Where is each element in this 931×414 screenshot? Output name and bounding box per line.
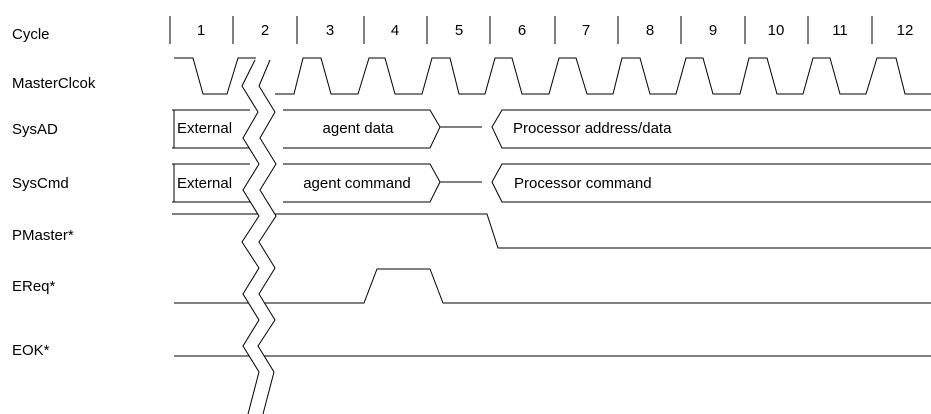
cycle-number: 7 bbox=[582, 22, 590, 39]
masterclock-waveform bbox=[174, 57, 931, 95]
cycle-number: 11 bbox=[832, 22, 848, 39]
signal-label-pmaster: PMaster* bbox=[12, 227, 74, 244]
ereq-waveform bbox=[174, 268, 931, 304]
signal-label-ereq: EReq* bbox=[12, 278, 56, 295]
time-break-left-line bbox=[241, 59, 260, 414]
sysad-processor-label: Processor address/data bbox=[513, 120, 672, 137]
signal-label-eok: EOK* bbox=[12, 342, 50, 359]
time-break-mask bbox=[242, 60, 276, 414]
cycle-number: 9 bbox=[709, 22, 717, 39]
time-break-right-line bbox=[257, 59, 277, 414]
cycle-row-label: Cycle bbox=[12, 26, 50, 43]
time-break-marker bbox=[241, 59, 277, 414]
cycle-number: 12 bbox=[897, 22, 914, 39]
syscmd-bus: External agent command Processor command bbox=[172, 163, 931, 203]
sysad-bus: External agent data Processor address/da… bbox=[172, 109, 931, 149]
cycle-number: 6 bbox=[518, 22, 526, 39]
signal-label-masterclock: MasterClcok bbox=[12, 75, 96, 92]
cycle-number: 4 bbox=[391, 22, 399, 39]
syscmd-processor-label: Processor command bbox=[514, 175, 652, 192]
cycle-separators bbox=[169, 16, 873, 44]
cycle-number: 2 bbox=[261, 22, 269, 39]
cycle-header: 1 2 3 4 5 6 7 8 9 10 11 12 bbox=[169, 16, 914, 44]
cycle-number: 8 bbox=[646, 22, 654, 39]
sysad-agent-label: agent data bbox=[323, 120, 395, 137]
sysad-processor-segment bbox=[491, 109, 931, 149]
cycle-number: 3 bbox=[326, 22, 334, 39]
sysad-external-label: External bbox=[177, 120, 232, 137]
signal-label-syscmd: SysCmd bbox=[12, 175, 69, 192]
pmaster-waveform bbox=[172, 213, 931, 249]
signal-label-sysad: SysAD bbox=[12, 121, 58, 138]
syscmd-external-segment bbox=[172, 163, 250, 203]
syscmd-processor-segment bbox=[491, 163, 931, 203]
cycle-number: 1 bbox=[197, 22, 205, 39]
cycle-number: 10 bbox=[768, 22, 785, 39]
sysad-external-segment bbox=[172, 109, 250, 149]
syscmd-agent-label: agent command bbox=[303, 175, 411, 192]
syscmd-external-label: External bbox=[177, 175, 232, 192]
cycle-number: 5 bbox=[455, 22, 463, 39]
